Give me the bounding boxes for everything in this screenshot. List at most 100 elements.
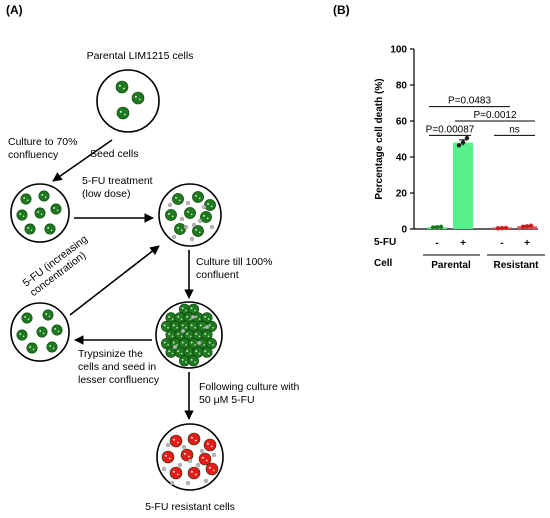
- row-5fu-label: 5-FU: [374, 237, 396, 248]
- live-cell: [115, 80, 129, 94]
- bar: [453, 142, 473, 229]
- dead-cell: [187, 432, 201, 446]
- drug-particle: [161, 466, 167, 472]
- data-point: [520, 224, 526, 230]
- drug-particle: [169, 480, 175, 486]
- panel-a-label: (A): [6, 3, 23, 17]
- cells-70: [16, 190, 62, 235]
- live-cell: [200, 211, 212, 223]
- arrow-seed-to-70: [52, 139, 113, 182]
- live-cell: [188, 303, 200, 315]
- drug-particle: [167, 202, 173, 208]
- culture-100-line2: confluent: [196, 269, 239, 281]
- treatment-line2: (low dose): [82, 188, 130, 200]
- row-cell-label: Cell: [374, 258, 393, 269]
- live-cell: [34, 207, 46, 219]
- cells-seed: [115, 80, 145, 120]
- significance-label: P=0.0483: [448, 96, 492, 107]
- y-tick-label: 60: [396, 117, 408, 128]
- data-point: [438, 224, 444, 230]
- trypsinize-line1: Trypsinize the: [78, 348, 143, 360]
- live-cell: [38, 190, 50, 202]
- cells-low-dose: [165, 191, 216, 242]
- live-cell: [50, 203, 62, 215]
- cells-reseeded: [16, 309, 63, 354]
- drug-particle: [171, 234, 177, 240]
- significance-label: P=0.0012: [473, 110, 517, 121]
- dish-seed: [96, 69, 160, 133]
- live-cell: [16, 329, 28, 341]
- live-cell: [206, 320, 218, 332]
- data-point: [503, 225, 509, 231]
- arrow-reseed-to-treatment: [69, 245, 160, 316]
- data-point: [464, 135, 470, 141]
- treatment-tick-label: +: [460, 238, 466, 249]
- drug-particle: [185, 200, 191, 206]
- live-cell: [26, 342, 38, 354]
- live-cell: [42, 309, 54, 321]
- data-point: [434, 225, 440, 230]
- following-line1: Following culture with: [199, 381, 300, 393]
- cells-confluent: [161, 303, 218, 367]
- drug-particle: [172, 344, 178, 350]
- culture-100-line1: Culture till 100%: [196, 256, 272, 268]
- live-cell: [183, 346, 195, 358]
- panel-b-label: (B): [333, 3, 350, 17]
- live-cell: [192, 191, 204, 203]
- group-label-parental: Parental: [431, 260, 471, 271]
- drug-particle: [180, 328, 186, 334]
- dead-cell: [198, 452, 212, 466]
- drug-particle: [183, 224, 189, 230]
- treatment-tick-labels: -+-+: [435, 238, 530, 249]
- live-cell: [201, 346, 213, 358]
- live-cell: [20, 193, 32, 205]
- drug-particle: [199, 448, 205, 454]
- live-cell: [131, 91, 145, 105]
- parental-cells-title: Parental LIM1215 cells: [87, 50, 194, 62]
- drug-particle: [165, 442, 171, 448]
- live-cell: [172, 193, 184, 205]
- error-bars: [433, 139, 531, 229]
- y-tick-label: 40: [396, 153, 408, 164]
- live-cell: [174, 346, 186, 358]
- live-cell: [44, 223, 56, 235]
- live-cell: [204, 199, 216, 211]
- live-cell: [24, 223, 36, 235]
- live-cell: [165, 209, 177, 221]
- drug-particle: [203, 478, 209, 484]
- data-points: [430, 135, 534, 231]
- dead-cell: [169, 466, 183, 480]
- following-line2: 50 μM 5-FU: [199, 394, 255, 406]
- live-cell: [201, 329, 213, 341]
- drug-particle: [189, 236, 195, 242]
- dead-cell: [205, 462, 219, 476]
- drug-particle: [190, 314, 196, 320]
- dead-cell: [203, 438, 217, 452]
- drug-particle: [195, 462, 201, 468]
- live-cell: [201, 312, 213, 324]
- live-cell: [116, 106, 130, 120]
- culture-70-line1: Culture to 70%: [8, 136, 77, 148]
- data-point: [456, 143, 462, 148]
- drug-particle: [211, 452, 217, 458]
- drug-particle: [196, 340, 202, 346]
- drug-particle: [201, 204, 207, 210]
- live-cell: [51, 324, 63, 336]
- bars: [427, 142, 537, 229]
- dead-cell: [187, 466, 201, 480]
- treatment-line1: 5-FU treatment: [82, 175, 153, 187]
- dead-cell: [180, 448, 194, 462]
- seed-cells-label: Seed cells: [90, 148, 138, 160]
- significance-label: ns: [509, 124, 520, 135]
- drug-particle: [187, 458, 193, 464]
- trypsinize-line2: cells and seed in: [78, 361, 156, 373]
- dead-cell: [161, 450, 175, 464]
- drug-particle: [191, 222, 197, 228]
- trypsinize-line3: lesser confluency: [78, 374, 160, 386]
- data-point: [499, 225, 505, 231]
- data-point: [528, 223, 534, 228]
- treatment-tick-label: -: [500, 238, 503, 249]
- live-cell: [188, 355, 200, 367]
